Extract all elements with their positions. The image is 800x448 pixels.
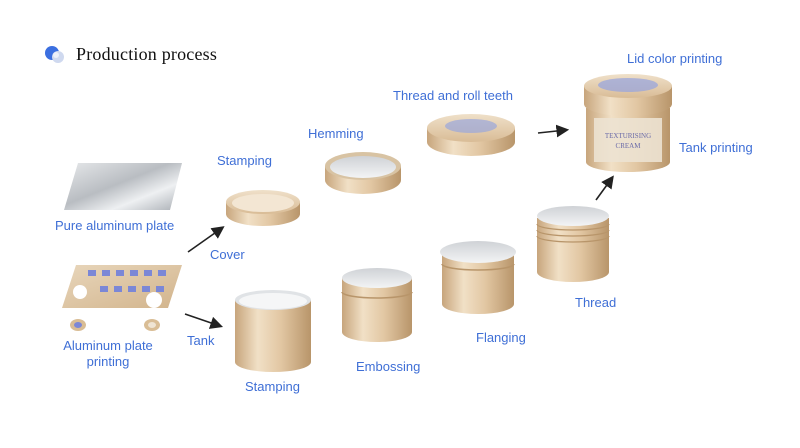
label-stamping-cover: Stamping (217, 153, 272, 168)
label-stamping-tank: Stamping (245, 379, 300, 394)
label-aluminum-plate-printing-line2: printing (86, 354, 130, 369)
jar-label-line1: TEXTURISING (605, 132, 651, 140)
label-embossing: Embossing (356, 359, 421, 374)
label-thread: Thread (575, 295, 617, 310)
label-thread-and-roll-teeth: Thread and roll teeth (393, 88, 513, 103)
page-title: Production process (76, 43, 218, 64)
section-title: Production process (44, 42, 217, 66)
flanged-tank-image (440, 241, 516, 314)
threaded-tank-image (536, 206, 610, 282)
stamped-tank-image (235, 290, 311, 372)
label-aluminum-plate-printing-line1: Aluminum plate (63, 338, 153, 353)
hemmed-cover-image (325, 152, 401, 194)
pure-aluminum-plate-image (64, 163, 182, 210)
label-tank: Tank (187, 333, 215, 348)
arrow-to-cover (187, 226, 225, 253)
embossed-tank-image (341, 268, 413, 342)
label-pure-aluminum-plate: Pure aluminum plate (55, 218, 175, 233)
blue-dot-icon (44, 43, 66, 65)
label-tank-printing: Tank printing (679, 140, 753, 155)
label-aluminum-plate-printing: Aluminum plate printing (58, 338, 158, 370)
threaded-lid-image (427, 114, 515, 156)
label-flanging: Flanging (476, 330, 526, 345)
arrow-to-tank-printing (595, 175, 614, 201)
printed-aluminum-plate-image (62, 265, 182, 331)
stamped-cover-image (226, 190, 300, 226)
label-cover: Cover (210, 247, 245, 262)
jar-label-line2: CREAM (616, 142, 642, 150)
finished-jar-image: TEXTURISING CREAM (584, 74, 672, 172)
label-lid-color-printing: Lid color printing (627, 51, 723, 66)
label-hemming: Hemming (308, 126, 364, 141)
arrow-to-tank (184, 313, 224, 329)
arrow-to-lid-printing (537, 124, 570, 138)
